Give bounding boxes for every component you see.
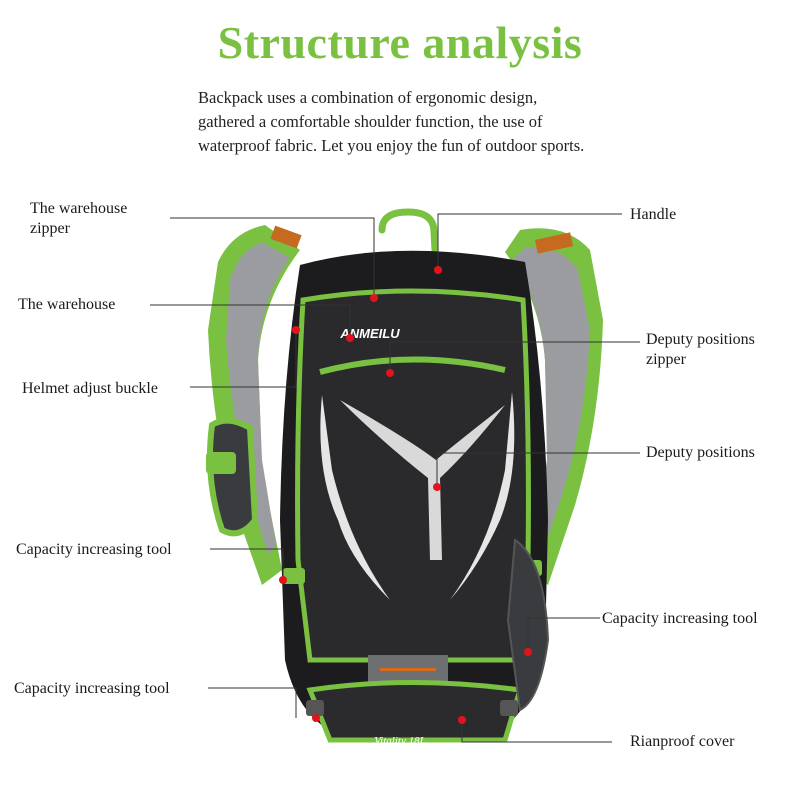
marker-dot	[433, 483, 441, 491]
handle	[378, 208, 440, 272]
label-rainproof-cover: Rianproof cover	[630, 733, 735, 750]
marker-dot	[346, 334, 354, 342]
right-shoulder-strap	[505, 228, 603, 585]
label-warehouse: The warehouse	[18, 296, 116, 313]
intro-line: Backpack uses a combination of ergonomic…	[198, 88, 538, 107]
marker-dot	[458, 716, 466, 724]
label-warehouse-zipper: The warehouse zipper	[30, 200, 128, 237]
label-helmet-adjust-buckle: Helmet adjust buckle	[22, 380, 158, 397]
marker-dot	[524, 648, 532, 656]
intro-line: gathered a comfortable shoulder function…	[198, 112, 543, 131]
marker-dot	[279, 576, 287, 584]
page-title: Structure analysis	[217, 17, 583, 68]
markers	[279, 266, 532, 724]
side-pocket	[206, 417, 259, 537]
brand-text: ANMEILU	[339, 326, 400, 341]
label-capacity-tool-right: Capacity increasing tool	[602, 610, 758, 627]
marker-dot	[312, 714, 320, 722]
label-capacity-tool-left-1: Capacity increasing tool	[16, 541, 172, 558]
leader-lines	[150, 213, 640, 743]
label-handle: Handle	[630, 206, 677, 223]
model-text: Vitality 18L	[374, 735, 425, 747]
marker-dot	[370, 294, 378, 302]
label-deputy-positions-zipper: Deputy positions zipper	[646, 331, 755, 368]
label-deputy-positions: Deputy positions	[646, 444, 755, 461]
intro-line: waterproof fabric. Let you enjoy the fun…	[198, 136, 585, 155]
label-capacity-tool-left-2: Capacity increasing tool	[14, 680, 170, 697]
intro-text: Backpack uses a combination of ergonomic…	[198, 86, 698, 158]
marker-dot	[386, 369, 394, 377]
backpack-body	[280, 250, 550, 743]
marker-dot	[292, 326, 300, 334]
marker-dot	[434, 266, 442, 274]
